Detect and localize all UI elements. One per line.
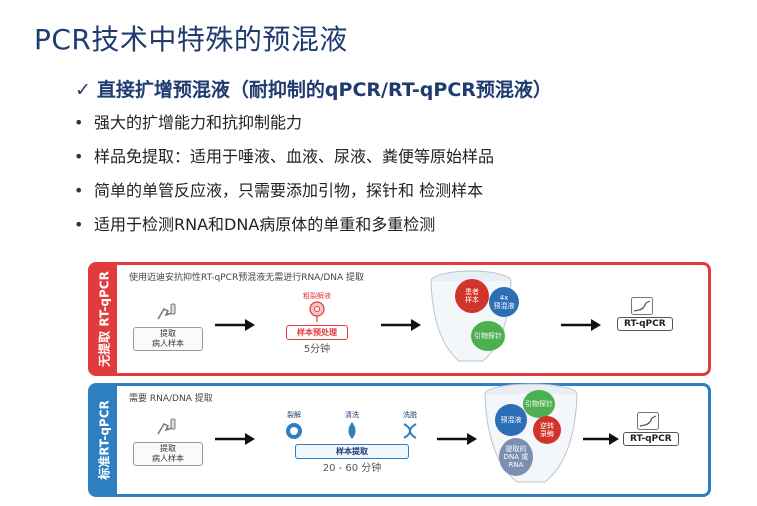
direct-panel-header: 使用迈迪安抗抑性RT-qPCR预混液无需进行RNA/DNA 提取 (129, 273, 365, 283)
standard-sample-step: 提取 病人样本 (133, 416, 203, 466)
cup-bubble: 患者 样本 (455, 279, 489, 313)
cup-bubble: 引物探针 (523, 390, 555, 418)
subtitle: ✓直接扩增预混液（耐抑制的qPCR/RT-qPCR预混液） (75, 75, 552, 102)
tube-icon (309, 301, 325, 322)
direct-workflow-panel: 无提取 RT-qPCR 使用迈迪安抗抑性RT-qPCR预混液无需进行RNA/DN… (88, 262, 711, 376)
list-item: 适用于检测RNA和DNA病原体的单重和多重检测 (74, 214, 494, 248)
extract-box: 样本提取 (295, 444, 409, 459)
direct-time: 5分钟 (303, 344, 331, 355)
step-wash: 清洗 (341, 410, 363, 444)
pretreat-box: 样本预处理 (286, 325, 348, 340)
standard-side-label: 标准RT-qPCR (97, 400, 112, 480)
wash-icon (348, 422, 356, 439)
direct-result-box: RT-qPCR (617, 317, 673, 331)
standard-extract-step: 裂解 清洗 洗脱 样本提取 20 - 60 分钟 (277, 410, 427, 474)
standard-side-bar: 标准RT-qPCR (91, 386, 117, 494)
page-title: PCR技术中特殊的预混液 (34, 23, 348, 56)
cup-bubble: 引物探针 (471, 321, 505, 351)
direct-pretreat-step: 粗裂解液 样本预处理 5分钟 (267, 291, 367, 355)
standard-panel-header: 需要 RNA/DNA 提取 (129, 394, 213, 404)
standard-sample-label: 提取 病人样本 (133, 442, 203, 466)
qpcr-curve-icon (637, 412, 659, 430)
cup-bubble: 4x 预混液 (489, 287, 519, 317)
cup-bubble: 预混液 (495, 404, 527, 436)
sample-hand-icon (157, 418, 176, 435)
dna-icon (403, 423, 417, 439)
feature-list: 强大的扩增能力和抗抑制能力 样品免提取：适用于唾液、血液、尿液、粪便等原始样品 … (74, 112, 494, 248)
direct-side-bar: 无提取 RT-qPCR (91, 265, 117, 373)
step-lysis: 裂解 (283, 410, 305, 444)
list-item: 简单的单管反应液，只需要添加引物，探针和 检测样本 (74, 180, 494, 214)
list-item: 强大的扩增能力和抗抑制能力 (74, 112, 494, 146)
direct-sample-label: 提取 病人样本 (133, 327, 203, 351)
lysis-icon (286, 423, 302, 439)
direct-sample-step: 提取 病人样本 (133, 301, 203, 351)
list-item: 样品免提取：适用于唾液、血液、尿液、粪便等原始样品 (74, 146, 494, 180)
step-elution: 洗脱 (399, 410, 421, 444)
cup-bubble: 逆转 录酶 (533, 416, 561, 444)
direct-side-label: 无提取 RT-qPCR (97, 271, 112, 367)
standard-result-box: RT-qPCR (623, 432, 679, 446)
standard-workflow-panel: 标准RT-qPCR 需要 RNA/DNA 提取 提取 病人样本 裂解 清洗 洗脱 (88, 383, 711, 497)
pretreat-top-label: 粗裂解液 (303, 292, 331, 300)
sample-hand-icon (157, 303, 176, 320)
standard-time: 20 - 60 分钟 (322, 463, 382, 474)
subtitle-text: 直接扩增预混液（耐抑制的qPCR/RT-qPCR预混液） (96, 79, 552, 101)
cup-bubble: 提取的 DNA 或 RNA (499, 438, 533, 476)
check-icon: ✓ (75, 79, 91, 101)
qpcr-curve-icon (631, 297, 653, 315)
